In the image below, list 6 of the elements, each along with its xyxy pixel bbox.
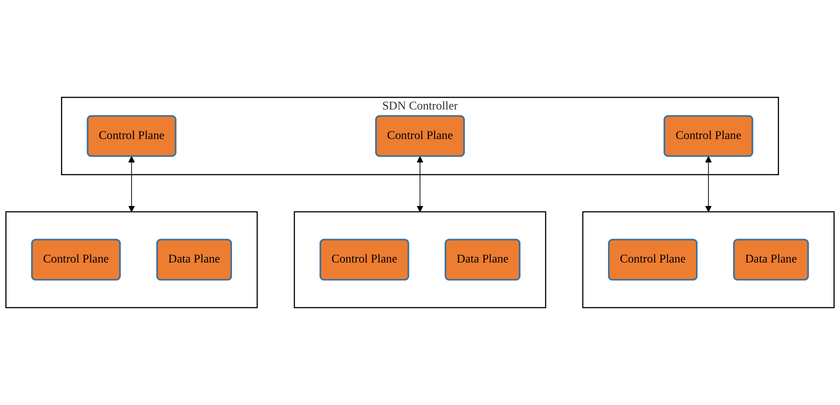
cluster [582,211,835,308]
cluster [294,211,546,308]
arrow [416,156,424,212]
arrow [128,156,135,212]
arrow [705,156,712,212]
cluster [5,211,258,308]
